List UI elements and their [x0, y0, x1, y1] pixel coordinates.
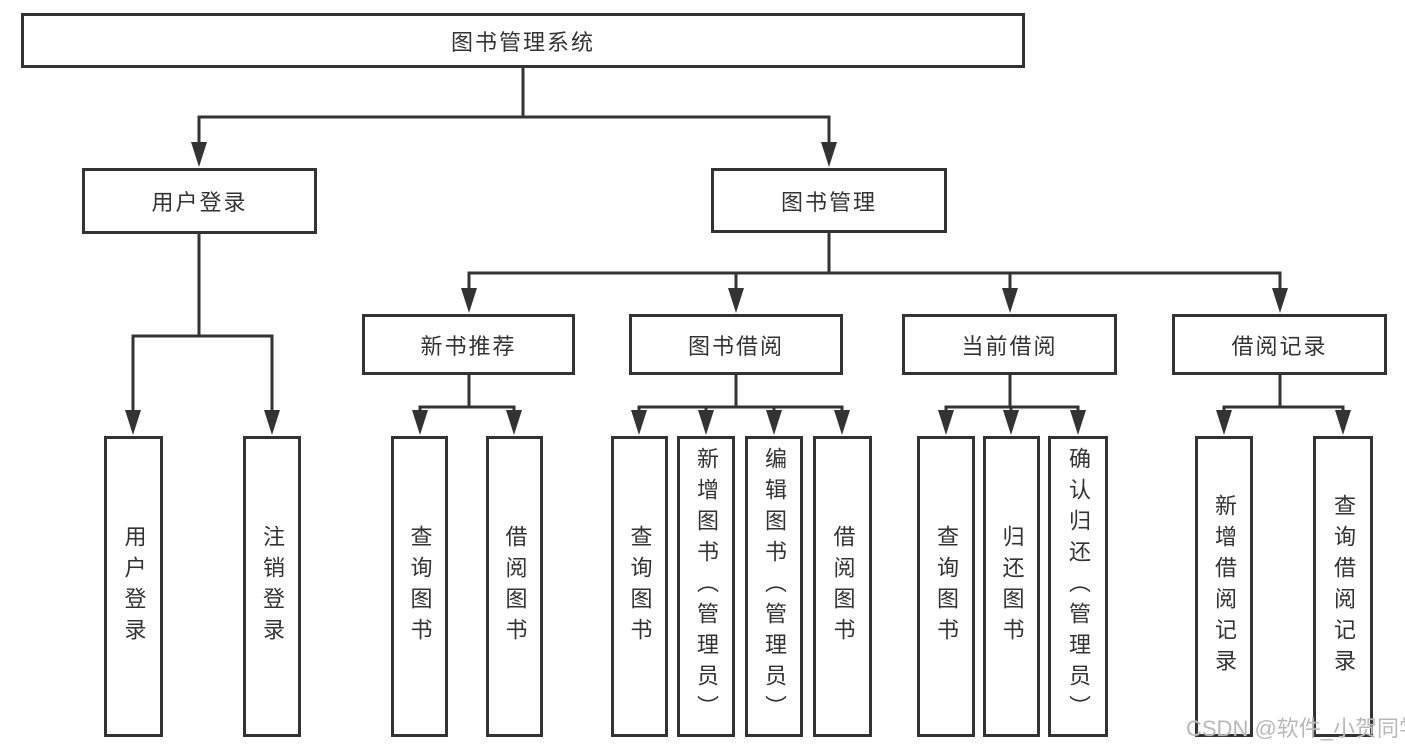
connector-book-management-to-level3: [467, 232, 1282, 291]
node-root: 图书管理系统: [21, 13, 1025, 68]
node-label: 用户登录: [121, 524, 147, 649]
arrowhead: [506, 410, 522, 435]
leaf-borrow-books-borrowing: 借阅图书: [813, 436, 872, 737]
node-book-management: 图书管理: [711, 168, 947, 233]
arrowhead: [834, 410, 850, 435]
node-label: 图书管理: [780, 189, 877, 215]
connector-user-login-to-leaves: [131, 234, 274, 412]
arrowhead: [1003, 410, 1019, 435]
arrowhead: [461, 288, 477, 313]
node-label: 查询借阅记录: [1331, 493, 1356, 680]
leaf-user-login: 用户登录: [104, 436, 163, 737]
leaf-return-books: 归还图书: [983, 436, 1040, 737]
leaf-query-books-borrowing: 查询图书: [611, 436, 668, 737]
node-user-login: 用户登录: [82, 168, 317, 234]
node-label: 借阅图书: [830, 524, 856, 649]
node-label: 查询图书: [407, 524, 433, 649]
node-label: 新书推荐: [420, 333, 517, 359]
arrowhead: [698, 410, 714, 435]
node-label: 新增借阅记录: [1212, 493, 1237, 680]
arrowhead: [1272, 288, 1288, 313]
arrowhead: [1216, 410, 1232, 435]
arrowhead: [191, 142, 207, 167]
node-label: 编辑图书（管理员）: [762, 447, 787, 726]
leaf-query-borrow-record: 查询借阅记录: [1313, 436, 1373, 737]
node-label: 用户登录: [151, 190, 248, 215]
leaf-borrow-books-recommend: 借阅图书: [486, 436, 543, 737]
arrowhead: [938, 410, 954, 435]
arrowhead: [728, 288, 744, 313]
leaf-add-borrow-record: 新增借阅记录: [1195, 436, 1253, 737]
node-book-borrowing: 图书借阅: [629, 314, 843, 375]
connector-borrowing-records-to-leaves: [1222, 374, 1345, 413]
leaf-add-books-admin: 新增图书（管理员）: [677, 436, 735, 737]
node-borrowing-records: 借阅记录: [1172, 314, 1387, 375]
node-label: 图书管理系统: [450, 29, 595, 55]
node-label: 借阅图书: [502, 524, 528, 649]
node-label: 图书借阅: [687, 333, 784, 359]
arrowhead: [1070, 410, 1086, 435]
csdn-watermark: CSDN @软件_小贺同学: [1186, 716, 1405, 741]
arrowhead: [1002, 288, 1018, 313]
connector-book-borrowing-to-leaves: [637, 374, 844, 413]
arrowhead: [821, 142, 837, 167]
node-label: 借阅记录: [1231, 333, 1328, 359]
leaf-confirm-return-admin: 确认归还（管理员）: [1048, 436, 1108, 737]
node-label: 归还图书: [999, 524, 1025, 649]
leaf-logout: 注销登录: [243, 436, 301, 737]
arrowhead: [264, 410, 280, 435]
connector-current-borrowing-to-leaves: [944, 374, 1080, 413]
leaf-edit-books-admin: 编辑图书（管理员）: [745, 436, 803, 737]
connector-root-to-level2: [197, 68, 831, 143]
node-label: 当前借阅: [961, 333, 1058, 359]
node-new-book-recommend: 新书推荐: [362, 314, 575, 375]
arrowhead: [631, 410, 647, 435]
node-label: 确认归还（管理员）: [1066, 447, 1091, 726]
connector-new-book-recommend-to-leaves: [418, 374, 516, 413]
arrowhead: [766, 410, 782, 435]
arrowhead: [412, 410, 428, 435]
node-label: 新增图书（管理员）: [694, 447, 719, 726]
node-label: 查询图书: [934, 524, 959, 649]
node-current-borrowing: 当前借阅: [902, 314, 1117, 375]
node-label: 查询图书: [627, 524, 653, 649]
leaf-query-books-current: 查询图书: [917, 436, 975, 737]
arrowhead: [1335, 410, 1351, 435]
leaf-query-books-recommend: 查询图书: [391, 436, 448, 737]
node-label: 注销登录: [260, 524, 285, 649]
arrowhead: [125, 410, 141, 435]
